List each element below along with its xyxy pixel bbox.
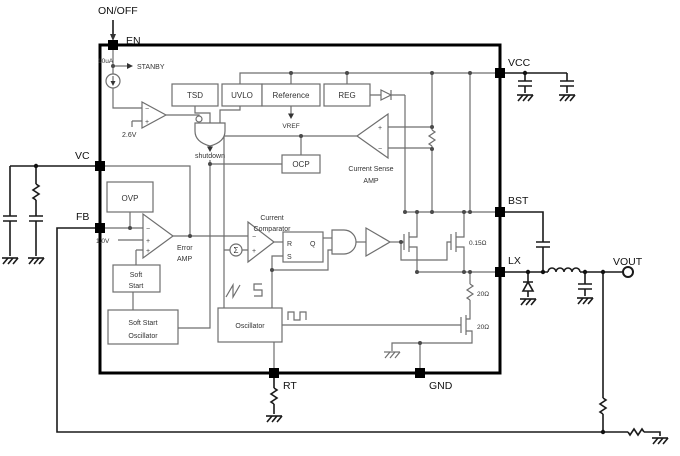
sigma-label: Σ	[234, 246, 239, 255]
internal-ground-icon	[383, 351, 401, 359]
ss-osc-label-1: Soft Start	[128, 320, 157, 327]
standby-comp-minus: −	[145, 106, 149, 113]
pin-vc	[95, 161, 105, 171]
comp-ref-label: 2.6V	[122, 132, 137, 139]
square-wave-icon	[287, 311, 307, 321]
error-amp	[142, 212, 175, 260]
ovp-label: OVP	[122, 194, 139, 203]
tsd-block	[171, 83, 219, 107]
ic-pins	[95, 40, 505, 378]
ocp-label: OCP	[292, 160, 309, 169]
internal-wires	[105, 50, 495, 368]
reg-label: REG	[338, 91, 355, 100]
rt-label: RT	[283, 380, 297, 392]
pin-rt	[269, 368, 279, 378]
cs-amp-plus: +	[378, 125, 382, 132]
summing-node-icon	[229, 243, 243, 257]
cs-amp-label-2: AMP	[363, 178, 379, 185]
feedback-resistor-top-icon	[598, 397, 608, 415]
vcc-label: VCC	[508, 57, 531, 69]
pin-fb	[95, 223, 105, 233]
and-gate-icon	[331, 229, 357, 255]
fet-20-label: 20Ω	[477, 324, 489, 331]
error-amp-plus2: +	[146, 248, 150, 255]
inverter-bubble-icon	[195, 115, 203, 123]
junction-dots	[111, 64, 472, 345]
lx-label: LX	[508, 255, 521, 267]
vout-terminal-icon	[622, 266, 634, 278]
internal-blocks	[105, 73, 393, 345]
feedback-resistor-bottom-icon	[627, 427, 645, 437]
sawtooth-waveform-icon	[225, 282, 241, 300]
inductor-icon	[547, 267, 581, 273]
rt-resistor-icon	[269, 387, 279, 405]
curr-comp-plus: +	[252, 248, 256, 255]
driver-buffer-icon	[365, 226, 392, 258]
shutdown-gate-icon	[194, 122, 226, 147]
tsd-label: TSD	[187, 91, 203, 100]
oscillator-block	[217, 307, 283, 343]
text-labels: ON/OFF EN VCC BST LX VC FB RT GND VOUT 1…	[75, 5, 643, 392]
current-comparator	[247, 220, 275, 264]
error-amp-minus: −	[146, 226, 150, 233]
curr-comp-minus: −	[252, 234, 256, 241]
uvlo-label: UVLO	[231, 91, 253, 100]
pin-gnd	[415, 368, 425, 378]
bst-label: BST	[508, 195, 529, 207]
pin-vcc	[495, 68, 505, 78]
gnd-label: GND	[429, 380, 453, 392]
oscillator-label: Oscillator	[235, 323, 265, 330]
error-amp-plus1: +	[146, 238, 150, 245]
current-sense-amp	[355, 112, 389, 160]
curr-comp-label-2: Comparator	[254, 226, 292, 233]
soft-start-label-2: Start	[129, 283, 144, 290]
current-source-label: 10uA	[98, 58, 114, 65]
schottky-diode-icon	[521, 280, 535, 292]
latch-r-label: R	[287, 241, 292, 248]
clock-waveform-icon	[253, 283, 263, 297]
vc-filter-resistor-icon	[31, 183, 41, 201]
pin-bst	[495, 207, 505, 217]
ovp-block	[106, 181, 154, 213]
cs-amp-label-1: Current Sense	[348, 166, 393, 173]
latch-s-label: S	[287, 254, 292, 261]
en-label: EN	[126, 35, 141, 47]
reg-block	[323, 83, 371, 107]
soft-start-block	[112, 264, 161, 293]
pin-lx	[495, 267, 505, 277]
error-amp-label-2: AMP	[177, 256, 193, 263]
error-amp-label-1: Error	[177, 245, 193, 252]
fb-label: FB	[76, 211, 89, 223]
error-ref-label: 1.0V	[96, 238, 110, 245]
on-off-label: ON/OFF	[98, 5, 138, 17]
reference-block	[261, 83, 321, 107]
high-side-ron-label: 0.15Ω	[469, 240, 487, 247]
vout-label: VOUT	[613, 256, 643, 268]
shutdown-label: shutdown	[195, 153, 225, 160]
vref-label: VREF	[282, 123, 299, 130]
standby-comp-plus: +	[145, 119, 149, 126]
standby-label: STANBY	[137, 64, 165, 71]
soft-start-label-1: Soft	[130, 272, 143, 279]
ss-osc-label-2: Oscillator	[128, 333, 158, 340]
rs-latch	[282, 231, 324, 263]
res-20-label: 20Ω	[477, 291, 489, 298]
reference-label: Reference	[273, 91, 310, 100]
ocp-block	[281, 154, 321, 174]
soft-start-osc-block	[107, 309, 179, 345]
bootstrap-diode-icon	[380, 89, 393, 101]
curr-comp-label-1: Current	[260, 215, 283, 222]
latch-q-label: Q	[310, 241, 316, 248]
external-components	[1, 20, 669, 445]
standby-comparator	[141, 100, 168, 130]
vc-label: VC	[75, 150, 90, 162]
cs-amp-minus: −	[378, 146, 382, 153]
pin-en	[108, 40, 118, 50]
